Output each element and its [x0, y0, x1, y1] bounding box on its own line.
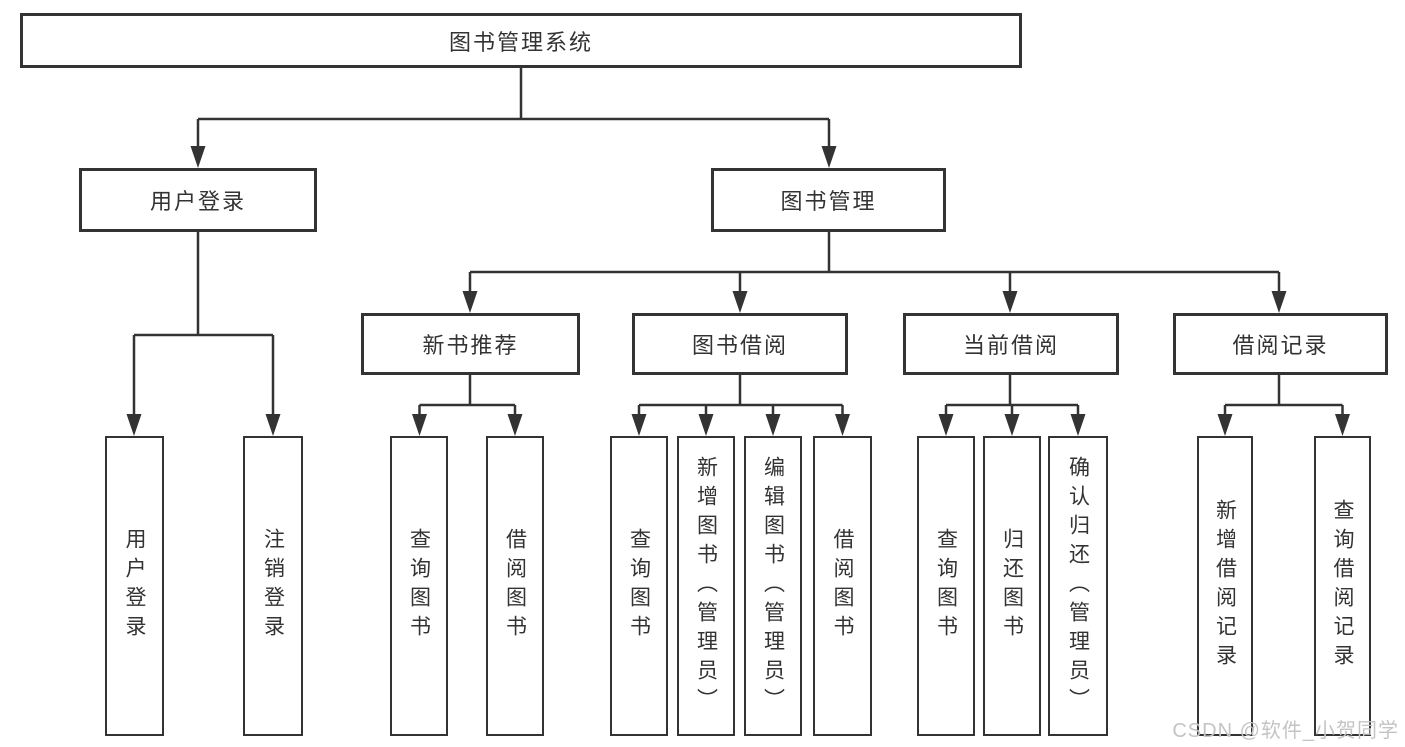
leaf-label: 查询图书 — [407, 528, 431, 644]
leaf-label: 查询图书 — [627, 528, 651, 644]
leaf-label: 新增图书（管理员） — [694, 455, 718, 717]
leaf-label: 用户登录 — [123, 528, 146, 644]
leaf-confirm-return-admin: 确认归还（管理员） — [1048, 436, 1108, 736]
leaf-label: 查询借阅记录 — [1331, 499, 1354, 673]
leaf-label: 新增借阅记录 — [1213, 499, 1237, 673]
leaf-label: 归还图书 — [1000, 528, 1024, 644]
leaf-query-books-recommend: 查询图书 — [390, 436, 448, 736]
node-label: 用户登录 — [149, 189, 246, 214]
leaf-add-books-admin: 新增图书（管理员） — [677, 436, 735, 736]
node-book-management-branch: 图书管理 — [711, 168, 946, 232]
leaf-label: 确认归还（管理员） — [1066, 455, 1090, 717]
node-label: 当前借阅 — [962, 333, 1059, 358]
csdn-watermark: CSDN @软件_小贺同学 — [1172, 720, 1399, 742]
leaf-query-borrow-record: 查询借阅记录 — [1314, 436, 1371, 736]
leaf-return-books: 归还图书 — [983, 436, 1041, 736]
node-label: 借阅记录 — [1232, 333, 1329, 358]
node-label: 图书管理系统 — [448, 29, 593, 55]
node-label: 图书借阅 — [691, 333, 788, 358]
leaf-borrow-books-recommend: 借阅图书 — [486, 436, 544, 736]
leaf-add-borrow-record: 新增借阅记录 — [1197, 436, 1253, 736]
leaf-label: 编辑图书（管理员） — [761, 455, 785, 717]
leaf-edit-books-admin: 编辑图书（管理员） — [744, 436, 802, 736]
leaf-label: 借阅图书 — [831, 528, 854, 644]
node-book-borrow: 图书借阅 — [632, 313, 848, 375]
node-root-library-system: 图书管理系统 — [20, 13, 1022, 68]
leaf-label: 借阅图书 — [503, 528, 527, 644]
leaf-borrow-books: 借阅图书 — [813, 436, 872, 736]
node-label: 新书推荐 — [422, 333, 519, 358]
leaf-logout: 注销登录 — [243, 436, 303, 736]
node-current-borrow: 当前借阅 — [903, 313, 1119, 375]
node-user-login-branch: 用户登录 — [79, 168, 317, 232]
node-label: 图书管理 — [780, 189, 877, 214]
leaf-query-books-current: 查询图书 — [917, 436, 975, 736]
leaf-query-books-borrow: 查询图书 — [610, 436, 668, 736]
node-new-book-recommend: 新书推荐 — [361, 313, 580, 375]
leaf-label: 查询图书 — [934, 528, 958, 644]
leaf-user-login: 用户登录 — [105, 436, 164, 736]
leaf-label: 注销登录 — [261, 528, 285, 644]
node-borrow-record: 借阅记录 — [1173, 313, 1388, 375]
